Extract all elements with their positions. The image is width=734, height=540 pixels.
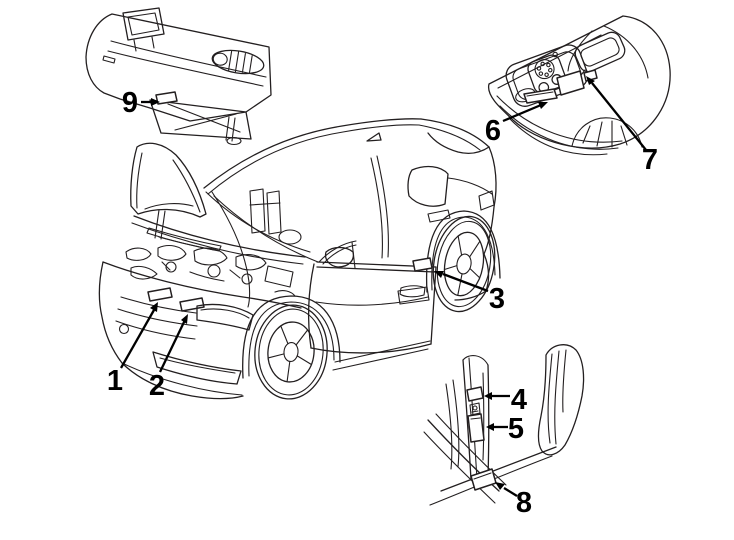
charge-port-inset [487,15,671,156]
glovebox-door [149,99,252,140]
callout-3-leader [442,272,489,293]
grille-slats [115,296,198,340]
front-wheel [254,304,328,400]
callout-4[interactable]: 4 [484,384,527,416]
front-wheel-arch [242,295,341,379]
wheel-arch-arc-3 [508,117,608,156]
door-aperture-seal [537,344,585,456]
callout-8[interactable]: 8 [495,482,532,519]
wheel-arch-arc-1 [496,95,623,143]
rear-wheel-arch [425,210,501,293]
callout-6-number: 6 [485,115,501,147]
door-handle [399,285,426,298]
fender-contour-2 [567,30,593,72]
callout-5-number: 5 [508,413,524,445]
label-plate-4 [466,386,484,402]
callout-6-leader [502,103,542,123]
callout-8-arrowhead [495,482,505,490]
instrument-panel-inset [85,7,272,146]
wheel-arch-arc-2 [499,105,619,150]
callout-1-leader [120,309,155,369]
label-plate-2 [179,297,205,312]
port-lip-plate [556,70,585,96]
callout-9-number: 9 [122,87,138,119]
open-front-door [307,240,437,354]
callout-1-arrowhead [150,302,158,312]
dash-top-pad-line2 [107,50,264,87]
lower-intake [152,351,242,385]
callout-8-leader [503,487,518,497]
display-screen-base [133,36,155,52]
air-vent [211,49,265,75]
display-screen [122,7,165,41]
inset-boundary [487,15,671,149]
dash-end-vent-slot [102,55,116,64]
rocker-step [397,286,430,305]
rear-wheel [432,215,496,313]
label-plate-8 [470,468,497,491]
callout-1[interactable]: 1 [107,302,158,397]
side-mirror [324,246,355,268]
charge-port-flap [574,31,626,73]
callout-7[interactable]: 7 [586,76,658,176]
callout-9-arrowhead [151,98,160,106]
label-plate-6-inner [526,91,554,97]
display-screen-inner [127,12,160,36]
label-plate-5 [467,413,485,443]
tire-arc [571,117,643,148]
front-badge [118,323,130,335]
callout-7-leader [591,82,647,151]
callout-6[interactable]: 6 [485,102,548,147]
callout-6-arrowhead [538,102,548,109]
engine-bay [102,215,306,312]
label-plate-3 [412,257,433,272]
b-pillar [370,155,389,259]
hood-shutline [213,195,319,263]
front-wheel-spokes [267,325,312,383]
battery [264,265,294,288]
beltline [447,177,493,195]
callout-2-leader [158,319,187,373]
label-plate-1 [147,287,173,302]
fender-crease [211,191,251,308]
callout-4-arrowhead [484,392,492,400]
taillight [478,190,495,211]
headlight-inner [200,308,250,319]
open-hood [130,142,207,240]
pillar-pictogram [469,402,481,416]
roof-antenna-fin [366,132,382,142]
vehicle-illustration [98,118,501,400]
dashboard-outline [85,13,272,122]
rocker-lines [332,340,431,371]
callout-8-number: 8 [516,487,532,519]
door-sill-inset [423,344,585,506]
door-crease [315,296,429,306]
callout-7-arrowhead [586,76,595,85]
front-wheel-arch-inner [248,301,335,377]
callout-5[interactable]: 5 [486,413,524,445]
callout-3-arrowhead [434,271,444,278]
callout-9[interactable]: 9 [122,87,160,119]
fender-contour [603,25,649,79]
callout-2-number: 2 [149,370,165,402]
quarter-window [407,165,449,207]
callout-2[interactable]: 2 [149,314,188,402]
headlight [196,303,254,331]
rear-wheel-arch-inner [431,216,496,291]
callout-7-number: 7 [642,144,658,176]
roof-and-pillars [203,118,422,259]
rear-wheel-spokes [443,235,481,296]
callout-5-arrowhead [486,423,494,431]
rear-door-handle [427,209,451,223]
callout-2-arrowhead [181,314,188,324]
wheel-spoke-lines [582,120,628,148]
callout-4-number: 4 [511,384,527,416]
front-fascia [98,191,319,400]
callout-3[interactable]: 3 [434,271,505,315]
callout-1-number: 1 [107,365,123,397]
callout-3-number: 3 [489,283,505,315]
wiper-blade-2 [158,236,215,251]
glovebox-stay-foot [226,136,242,146]
